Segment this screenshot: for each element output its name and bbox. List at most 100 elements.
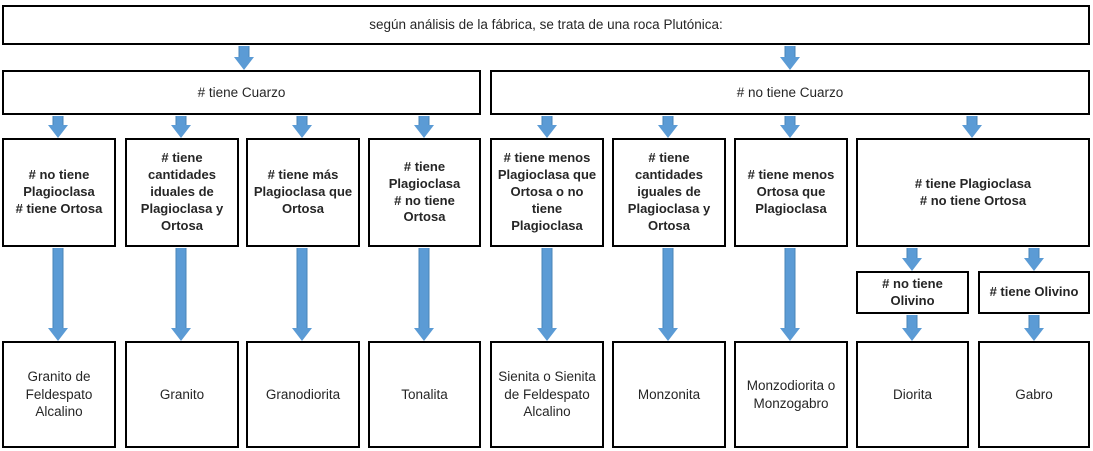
arrow-branch-to-condition-3 <box>291 116 313 138</box>
result-label: Sienita o Sienita de Feldespato Alcalino <box>498 369 596 420</box>
arrow-head <box>171 125 191 138</box>
result-label: Diorita <box>892 386 932 402</box>
arrow-branch-to-condition-1 <box>47 116 69 138</box>
olivino-box-tiene: # tiene Olivino <box>978 271 1090 314</box>
arrow-head <box>1024 328 1044 341</box>
arrow-condition-1-to-result <box>47 248 69 341</box>
arrow-condition-2-to-result <box>170 248 192 341</box>
arrow-head <box>48 125 68 138</box>
condition-box-3: # tiene más Plagioclasa que Ortosa <box>246 138 360 247</box>
condition-box-5: # tiene menos Plagioclasa que Ortosa o n… <box>490 138 604 247</box>
condition-label: # tiene cantidades iguales de Plagioclas… <box>627 150 711 233</box>
arrow-shaft <box>784 46 796 57</box>
arrow-head <box>414 125 434 138</box>
arrow-olivino-to-gabro <box>1023 315 1045 341</box>
header-label: según análisis de la fábrica, se trata d… <box>369 17 723 33</box>
arrow-head <box>537 328 557 341</box>
condition-label: # tiene Plagioclasa # no tiene Ortosa <box>914 175 1032 208</box>
result-box-7: Monzodiorita o Monzogabro <box>734 341 848 448</box>
arrow-branch-to-condition-6 <box>657 116 679 138</box>
arrow-head <box>902 258 922 271</box>
arrow-condition-3-to-result <box>291 248 313 341</box>
arrow-head <box>414 328 434 341</box>
condition-label: # tiene cantidades iduales de Plagioclas… <box>140 150 224 233</box>
arrow-branch-to-condition-7 <box>779 116 801 138</box>
result-label: Tonalita <box>401 386 448 402</box>
result-box-6: Monzonita <box>612 341 726 448</box>
arrow-shaft <box>296 248 308 328</box>
arrow-shaft <box>175 248 187 328</box>
arrow-header-to-no-tiene-cuarzo <box>779 46 801 70</box>
result-label: Granito <box>159 386 205 402</box>
result-label: Monzonita <box>637 386 701 402</box>
arrow-head <box>234 57 254 70</box>
condition-label: # tiene menos Plagioclasa que Ortosa o n… <box>497 150 597 233</box>
arrow-shaft <box>1028 248 1040 258</box>
arrow-head <box>1024 258 1044 271</box>
arrow-shaft <box>296 116 308 125</box>
arrow-shaft <box>906 315 918 328</box>
arrow-head <box>171 328 191 341</box>
arrow-branch-to-condition-8 <box>961 116 983 138</box>
arrow-shaft <box>906 248 918 258</box>
arrow-shaft <box>966 116 978 125</box>
result-box-1: Granito de Feldespato Alcalino <box>2 341 116 448</box>
result-box-2: Granito <box>125 341 239 448</box>
branch-label: # no tiene Cuarzo <box>736 84 844 100</box>
arrow-shaft <box>784 116 796 125</box>
arrow-header-to-tiene-cuarzo <box>233 46 255 70</box>
result-label: Monzodiorita o Monzogabro <box>746 377 836 411</box>
arrow-head <box>292 328 312 341</box>
condition-label: # tiene más Plagioclasa que Ortosa <box>253 167 353 216</box>
arrow-head <box>780 125 800 138</box>
arrow-head <box>902 328 922 341</box>
result-box-9: Gabro <box>978 341 1090 448</box>
arrow-condition-4-to-result <box>413 248 435 341</box>
arrow-branch-to-condition-4 <box>413 116 435 138</box>
arrow-shaft <box>784 248 796 328</box>
arrow-head <box>658 125 678 138</box>
arrow-head <box>780 328 800 341</box>
arrow-condition-8-to-no-olivino <box>901 248 923 271</box>
arrow-condition-6-to-result <box>657 248 679 341</box>
arrow-head <box>780 57 800 70</box>
arrow-head <box>962 125 982 138</box>
condition-box-7: # tiene menos Ortosa que Plagioclasa <box>734 138 848 247</box>
arrow-condition-8-to-olivino <box>1023 248 1045 271</box>
arrow-head <box>537 125 557 138</box>
condition-label: # no tiene Plagioclasa # tiene Ortosa <box>15 167 103 216</box>
result-label: Granodiorita <box>265 386 341 402</box>
arrow-shaft <box>175 116 187 125</box>
arrow-condition-7-to-result <box>779 248 801 341</box>
arrow-shaft <box>541 248 553 328</box>
condition-box-8: # tiene Plagioclasa # no tiene Ortosa <box>856 138 1090 247</box>
result-box-3: Granodiorita <box>246 341 360 448</box>
arrow-shaft <box>238 46 250 57</box>
arrow-shaft <box>418 248 430 328</box>
arrow-branch-to-condition-2 <box>170 116 192 138</box>
arrow-no-olivino-to-diorita <box>901 315 923 341</box>
condition-box-4: # tiene Plagioclasa # no tiene Ortosa <box>368 138 481 247</box>
result-label: Gabro <box>1015 386 1053 402</box>
header-box: según análisis de la fábrica, se trata d… <box>2 5 1090 45</box>
arrow-shaft <box>662 116 674 125</box>
branch-label: # tiene Cuarzo <box>197 84 286 100</box>
result-box-5: Sienita o Sienita de Feldespato Alcalino <box>490 341 604 448</box>
result-label: Granito de Feldespato Alcalino <box>25 369 93 420</box>
arrow-shaft <box>541 116 553 125</box>
arrow-branch-to-condition-5 <box>536 116 558 138</box>
olivino-label: # tiene Olivino <box>989 284 1079 300</box>
branch-box-tiene-cuarzo: # tiene Cuarzo <box>2 70 481 115</box>
arrow-shaft <box>52 248 64 328</box>
condition-box-2: # tiene cantidades iduales de Plagioclas… <box>125 138 239 247</box>
olivino-box-no-tiene: # no tiene Olivino <box>856 271 969 314</box>
condition-box-1: # no tiene Plagioclasa # tiene Ortosa <box>2 138 116 247</box>
arrow-condition-5-to-result <box>536 248 558 341</box>
condition-box-6: # tiene cantidades iguales de Plagioclas… <box>612 138 726 247</box>
arrow-head <box>292 125 312 138</box>
arrow-head <box>658 328 678 341</box>
arrow-shaft <box>52 116 64 125</box>
condition-label: # tiene Plagioclasa # no tiene Ortosa <box>388 158 461 225</box>
arrow-shaft <box>418 116 430 125</box>
